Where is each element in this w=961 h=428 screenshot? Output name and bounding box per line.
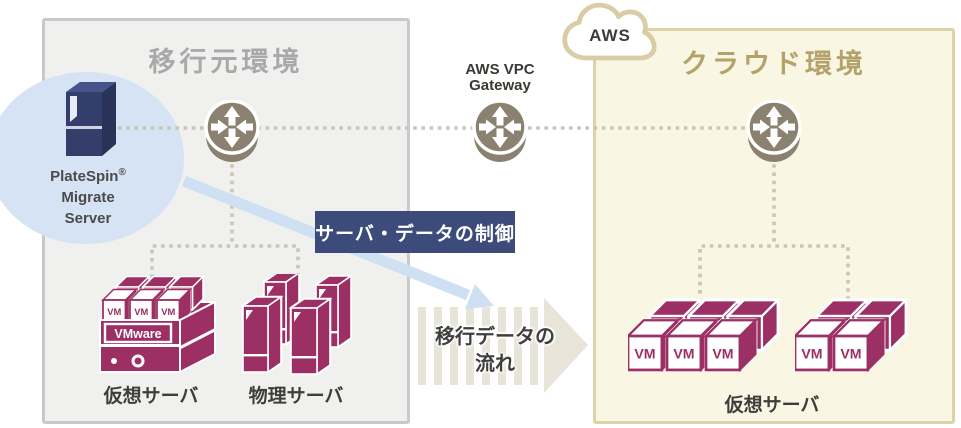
- cloud-vm-cluster-2: [795, 298, 908, 372]
- server-data-control-label: サーバ・データの制御: [315, 211, 515, 253]
- vpc-gateway-label: AWS VPC Gateway: [465, 61, 535, 94]
- source-environment-title: 移行元環境: [148, 47, 304, 77]
- source-virtual-server-label: 仮想サーバ: [103, 386, 199, 407]
- physical-server-icon: [240, 274, 352, 376]
- source-physical-server-label: 物理サーバ: [248, 386, 344, 407]
- migration-data-flow-label: 移行データの 流れ: [435, 326, 555, 375]
- vmware-virtual-server-icon: VMware: [99, 276, 216, 374]
- aws-cloud-icon: [562, 2, 657, 61]
- aws-cloud-label: AWS: [589, 26, 631, 45]
- vpc-gateway-router-icon: [472, 100, 528, 164]
- cloud-router-icon: [746, 100, 802, 164]
- cloud-vm-cluster-1: [628, 298, 780, 372]
- vmware-chassis-label: VMware: [114, 327, 161, 341]
- platespin-server-label: PlateSpin® Migrate Server: [50, 167, 126, 227]
- migration-data-arrow: [418, 298, 588, 393]
- platespin-server-icon: [66, 82, 116, 156]
- cloud-virtual-server-label: 仮想サーバ: [724, 395, 820, 416]
- cloud-environment-title: クラウド環境: [681, 49, 867, 79]
- source-router-icon: [204, 100, 260, 164]
